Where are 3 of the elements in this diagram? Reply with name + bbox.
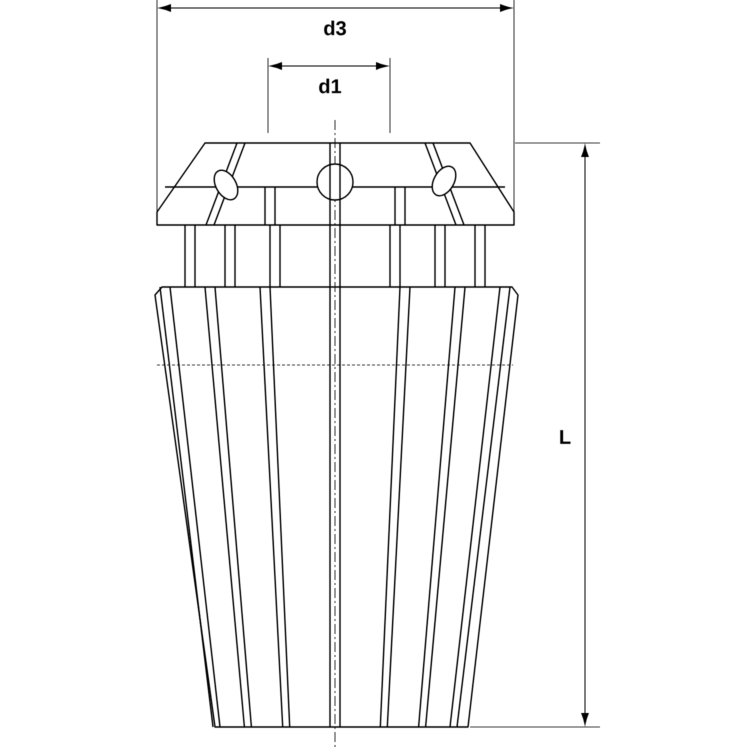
dimension-label: L <box>560 430 570 444</box>
dimension-label: d3 <box>324 20 346 36</box>
dimension-label: d1 <box>319 78 342 94</box>
